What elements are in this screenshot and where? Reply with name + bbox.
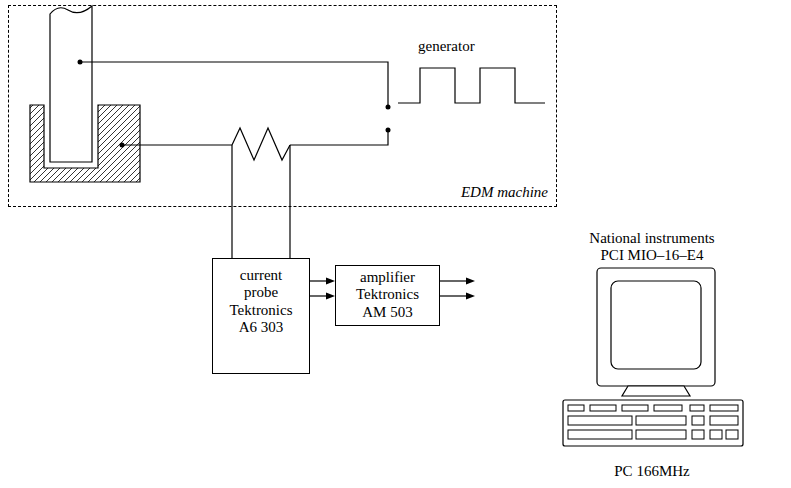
probe-lead [232,145,290,207]
signal-arrow [440,295,467,296]
key [710,430,722,439]
terminal-dot [120,143,125,148]
monitor-screen [611,281,701,369]
arrow-head [466,278,475,285]
monitor-base [622,386,690,396]
key [590,405,616,411]
arrow-head [466,293,475,300]
key [692,416,704,425]
instrument-box: current probe Tektronics A6 303 [212,258,310,374]
key [710,405,738,411]
key [568,416,632,425]
instrument-box: amplifier Tektronics AM 503 [335,265,440,326]
wire [80,62,388,107]
computer: National instruments PCI MIO–16–E4 PC 166… [475,228,785,484]
key [654,405,682,411]
probe-lead [231,207,232,258]
key [710,416,738,425]
key [622,405,648,411]
machine-boundary: EDM machine [8,5,557,207]
terminal-dot [386,128,391,133]
square-wave [398,68,545,103]
key [726,430,738,439]
key [636,416,686,425]
electrode [50,6,92,162]
node-text: National instruments PCI MIO–16–E4 [588,230,716,265]
key [568,430,632,439]
generator-label: generator [418,38,475,55]
probe-lead [289,207,290,258]
arrow-head [326,278,335,285]
node-text: amplifier Tektronics AM 503 [350,269,425,321]
keyboard [563,400,743,446]
signal-arrow [310,295,327,296]
node-text: EDM machine [461,184,548,201]
key [690,405,704,411]
arrow-head [326,293,335,300]
terminal-dot [78,60,83,65]
signal-arrow [440,280,467,281]
key [636,430,686,439]
monitor [597,268,715,386]
key [692,430,704,439]
key [568,405,584,411]
wire [122,144,232,145]
node-subtext: PC 166MHz [614,463,689,480]
node-text: current probe Tektronics A6 303 [224,267,299,336]
coil-symbol [232,128,290,160]
terminal-dot [386,105,391,110]
signal-arrow [310,280,327,281]
wire [290,130,388,145]
